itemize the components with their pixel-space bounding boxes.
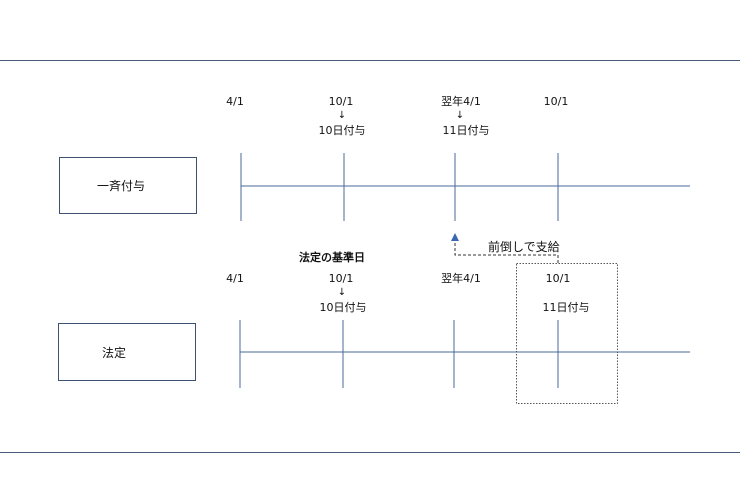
bottom-row-label: 法定 — [102, 345, 127, 360]
top-row-label: 一斉付与 — [97, 179, 146, 193]
advance-note: 前倒しで支給 — [488, 240, 560, 254]
bottom-date-4: 10/1 — [545, 272, 571, 285]
bottom-row-label-box: 法定 — [58, 323, 196, 381]
advance-highlight-box — [516, 263, 618, 404]
top-date-1: 4/1 — [226, 95, 244, 108]
top-grant-arrow-2: ↓ — [455, 110, 465, 121]
bottom-frame-rule — [0, 452, 740, 453]
top-frame-rule — [0, 60, 740, 61]
bottom-grant-arrow-1: ↓ — [337, 287, 347, 298]
bottom-grant-2: 11日付与 — [542, 301, 590, 314]
bottom-date-3: 翌年4/1 — [441, 272, 481, 285]
top-date-3: 翌年4/1 — [441, 95, 481, 108]
top-grant-2: 11日付与 — [442, 124, 490, 137]
top-grant-arrow-1: ↓ — [337, 110, 347, 121]
bottom-section-title: 法定の基準日 — [299, 251, 365, 264]
top-date-4: 10/1 — [543, 95, 569, 108]
bottom-date-1: 4/1 — [226, 272, 244, 285]
bottom-grant-1: 10日付与 — [319, 301, 367, 314]
top-row-label-box: 一斉付与 — [59, 157, 197, 214]
top-grant-1: 10日付与 — [318, 124, 366, 137]
advance-arrowhead-icon — [451, 233, 459, 241]
bottom-date-2: 10/1 — [328, 272, 354, 285]
top-date-2: 10/1 — [328, 95, 354, 108]
